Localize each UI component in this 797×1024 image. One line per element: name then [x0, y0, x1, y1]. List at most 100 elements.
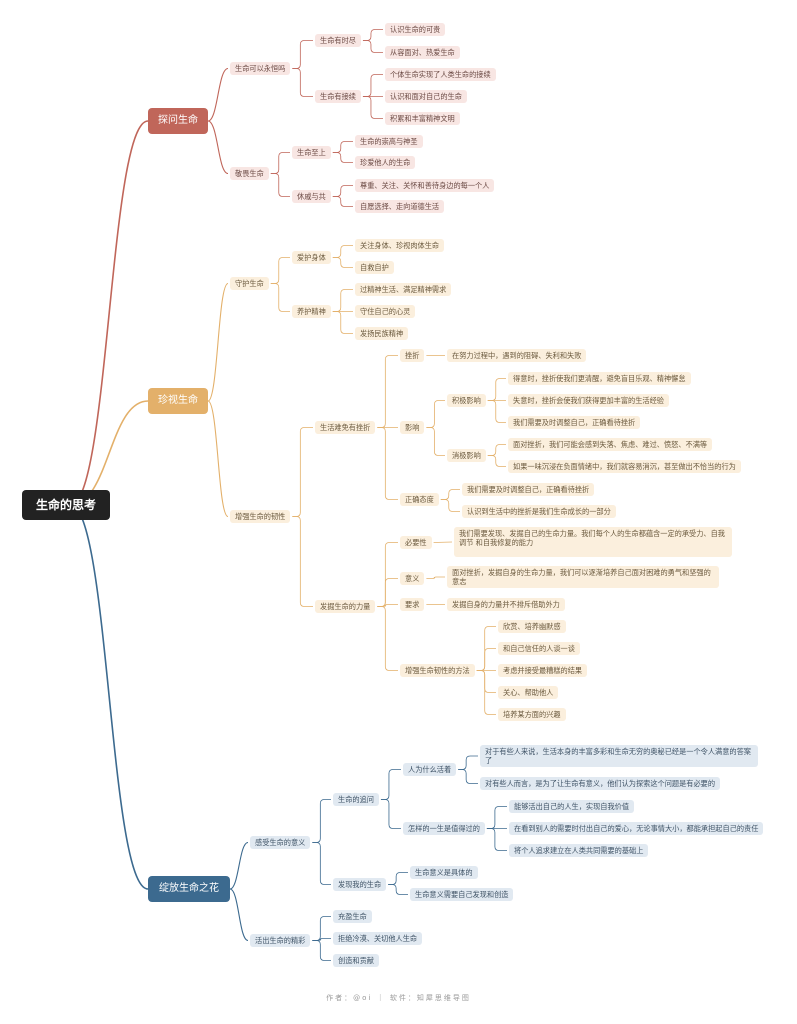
topic-node[interactable]: 敬畏生命	[230, 167, 269, 180]
connector-line	[440, 489, 460, 500]
topic-node[interactable]: 生命意义是具体的	[410, 866, 478, 879]
topic-node[interactable]: 我们需要发现、发掘自己的生命力量。我们每个人的生命都蕴含一定的承受力、自我调节 …	[454, 527, 732, 557]
topic-node[interactable]: 在看到别人的需要时付出自己的爱心，无论事情大小，都能承担起自己的责任	[509, 822, 764, 835]
branch-node[interactable]: 珍视生命	[148, 388, 208, 414]
connector-line	[292, 516, 313, 607]
topic-node[interactable]: 能够活出自己的人生，实现自我价值	[509, 800, 635, 813]
connector-line	[270, 283, 290, 312]
topic-node[interactable]: 如果一味沉浸在负面情绪中，我们就容易消沉，甚至做出不恰当的行为	[508, 460, 741, 473]
topic-node[interactable]: 生命有接续	[315, 90, 361, 103]
connector-line	[332, 289, 353, 312]
topic-node[interactable]: 培养某方面的兴趣	[498, 708, 566, 721]
topic-node[interactable]: 生命的追问	[333, 793, 379, 806]
connector-line	[312, 916, 331, 941]
topic-node[interactable]: 正确态度	[400, 493, 439, 506]
topic-node[interactable]: 创造和贡献	[333, 954, 379, 967]
topic-node[interactable]: 得意时，挫折使我们更清醒，避免盲目乐观、精神懈怠	[508, 372, 691, 385]
topic-node[interactable]: 生命可以永恒吗	[230, 62, 291, 75]
topic-node[interactable]: 守住自己的心灵	[355, 305, 416, 318]
topic-node[interactable]: 消极影响	[447, 449, 486, 462]
topic-node[interactable]: 发掘生命的力量	[315, 600, 376, 613]
topic-node[interactable]: 认识和面对自己的生命	[385, 90, 467, 103]
connector-line	[312, 940, 331, 961]
connector-line	[332, 245, 353, 258]
connector-line	[207, 67, 229, 122]
topic-node[interactable]: 守护生命	[230, 277, 269, 290]
topic-node[interactable]: 认识生命的可贵	[385, 23, 446, 36]
root-node[interactable]: 生命的思考	[22, 490, 110, 520]
topic-node[interactable]: 积极影响	[447, 394, 486, 407]
topic-node[interactable]: 从容面对、热爱生命	[385, 46, 460, 59]
topic-node[interactable]: 活出生命的精彩	[250, 934, 311, 947]
topic-node[interactable]: 生命有时尽	[315, 34, 361, 47]
connector-line	[207, 400, 229, 518]
topic-node[interactable]: 我们需要及时调整自己，正确看待挫折	[508, 416, 641, 429]
topic-node[interactable]: 关注身体、珍视肉体生命	[355, 239, 445, 252]
topic-node[interactable]: 面对挫折，发掘自身的生命力量，我们可以逐渐培养自己面对困难的勇气和坚强的意志	[447, 566, 719, 588]
topic-node[interactable]: 珍爱他人的生命	[355, 156, 416, 169]
connector-line	[332, 257, 353, 268]
topic-node[interactable]: 在努力过程中，遇到的阻碍、失利和失败	[447, 349, 587, 362]
connector-line	[70, 504, 149, 890]
topic-node[interactable]: 怎样的一生是值得过的	[403, 822, 485, 835]
connector-line	[486, 806, 507, 829]
connector-line	[476, 648, 496, 671]
footer-credit: 作者：@oi ｜ 软件：知犀思维导图	[326, 994, 471, 1002]
connector-line	[487, 378, 506, 401]
connector-line	[486, 828, 507, 851]
topic-node[interactable]: 充盈生命	[333, 910, 372, 923]
topic-node[interactable]: 爱护身体	[292, 251, 331, 264]
topic-node[interactable]: 发掘自身的力量并不排斥借助外力	[447, 598, 565, 611]
topic-node[interactable]: 自救自护	[355, 261, 394, 274]
branch-node[interactable]: 绽放生命之花	[148, 876, 230, 902]
connector-line	[270, 173, 290, 197]
topic-node[interactable]: 生命至上	[292, 146, 331, 159]
topic-node[interactable]: 影响	[400, 421, 425, 434]
connector-line	[433, 541, 453, 543]
topic-node[interactable]: 积累和丰富精神文明	[385, 112, 460, 125]
topic-node[interactable]: 意义	[400, 572, 425, 585]
connector-line	[312, 842, 331, 885]
topic-node[interactable]: 和自己信任的人谈一谈	[498, 642, 580, 655]
connector-line	[458, 769, 478, 784]
topic-node[interactable]: 尊重、关注、关怀和善待身边的每一个人	[355, 179, 495, 192]
topic-node[interactable]: 生命的崇高与神圣	[355, 135, 423, 148]
connector-line	[207, 282, 229, 402]
topic-node[interactable]: 我们需要及时调整自己，正确看待挫折	[462, 483, 595, 496]
topic-node[interactable]: 个体生命实现了人类生命的接续	[385, 68, 496, 81]
topic-node[interactable]: 欣赏、培养幽默感	[498, 620, 566, 633]
connector-line	[380, 769, 401, 800]
topic-node[interactable]: 生命意义需要自己发现和创造	[410, 888, 514, 901]
topic-node[interactable]: 面对挫折，我们可能会感到失落、焦虑、难过、愤怒、不满等	[508, 438, 713, 451]
topic-node[interactable]: 拒绝冷漠、关切他人生命	[333, 932, 423, 945]
branch-node[interactable]: 探问生命	[148, 108, 208, 134]
topic-node[interactable]: 过精神生活、满足精神需求	[355, 283, 452, 296]
topic-node[interactable]: 要求	[400, 598, 425, 611]
connector-line	[426, 427, 445, 456]
topic-node[interactable]: 挫折	[400, 349, 425, 362]
topic-node[interactable]: 对于有些人来说，生活本身的丰富多彩和生命无穷的奥秘已经是一个令人满意的答案了	[480, 745, 758, 767]
connector-line	[70, 120, 149, 506]
topic-node[interactable]: 关心、帮助他人	[498, 686, 559, 699]
connector-line	[388, 872, 408, 885]
topic-node[interactable]: 失意时，挫折会使我们获得更加丰富的生活经验	[508, 394, 669, 407]
topic-node[interactable]: 生活难免有挫折	[315, 421, 376, 434]
topic-node[interactable]: 养护精神	[292, 305, 331, 318]
topic-node[interactable]: 增强生命韧性的方法	[400, 664, 475, 677]
topic-node[interactable]: 考虑并接受最糟糕的结果	[498, 664, 588, 677]
topic-node[interactable]: 感受生命的意义	[250, 836, 311, 849]
topic-node[interactable]: 发现我的生命	[333, 878, 387, 891]
topic-node[interactable]: 自愿选择、走向道德生活	[355, 200, 445, 213]
topic-node[interactable]: 必要性	[400, 536, 432, 549]
connector-line	[476, 670, 496, 715]
connector-line	[377, 604, 398, 607]
connector-line	[270, 257, 290, 284]
topic-node[interactable]: 将个人追求建立在人类共同需要的基础上	[509, 844, 649, 857]
topic-node[interactable]: 对有些人而言，是为了让生命有意义，他们认为探索这个问题是有必要的	[480, 777, 721, 790]
topic-node[interactable]: 人为什么活着	[403, 763, 457, 776]
connector-line	[362, 74, 383, 97]
topic-node[interactable]: 休戚与共	[292, 190, 331, 203]
topic-node[interactable]: 认识到生活中的挫折是我们生命成长的一部分	[462, 505, 616, 518]
topic-node[interactable]: 增强生命的韧性	[230, 510, 291, 523]
topic-node[interactable]: 发扬民族精神	[355, 327, 409, 340]
